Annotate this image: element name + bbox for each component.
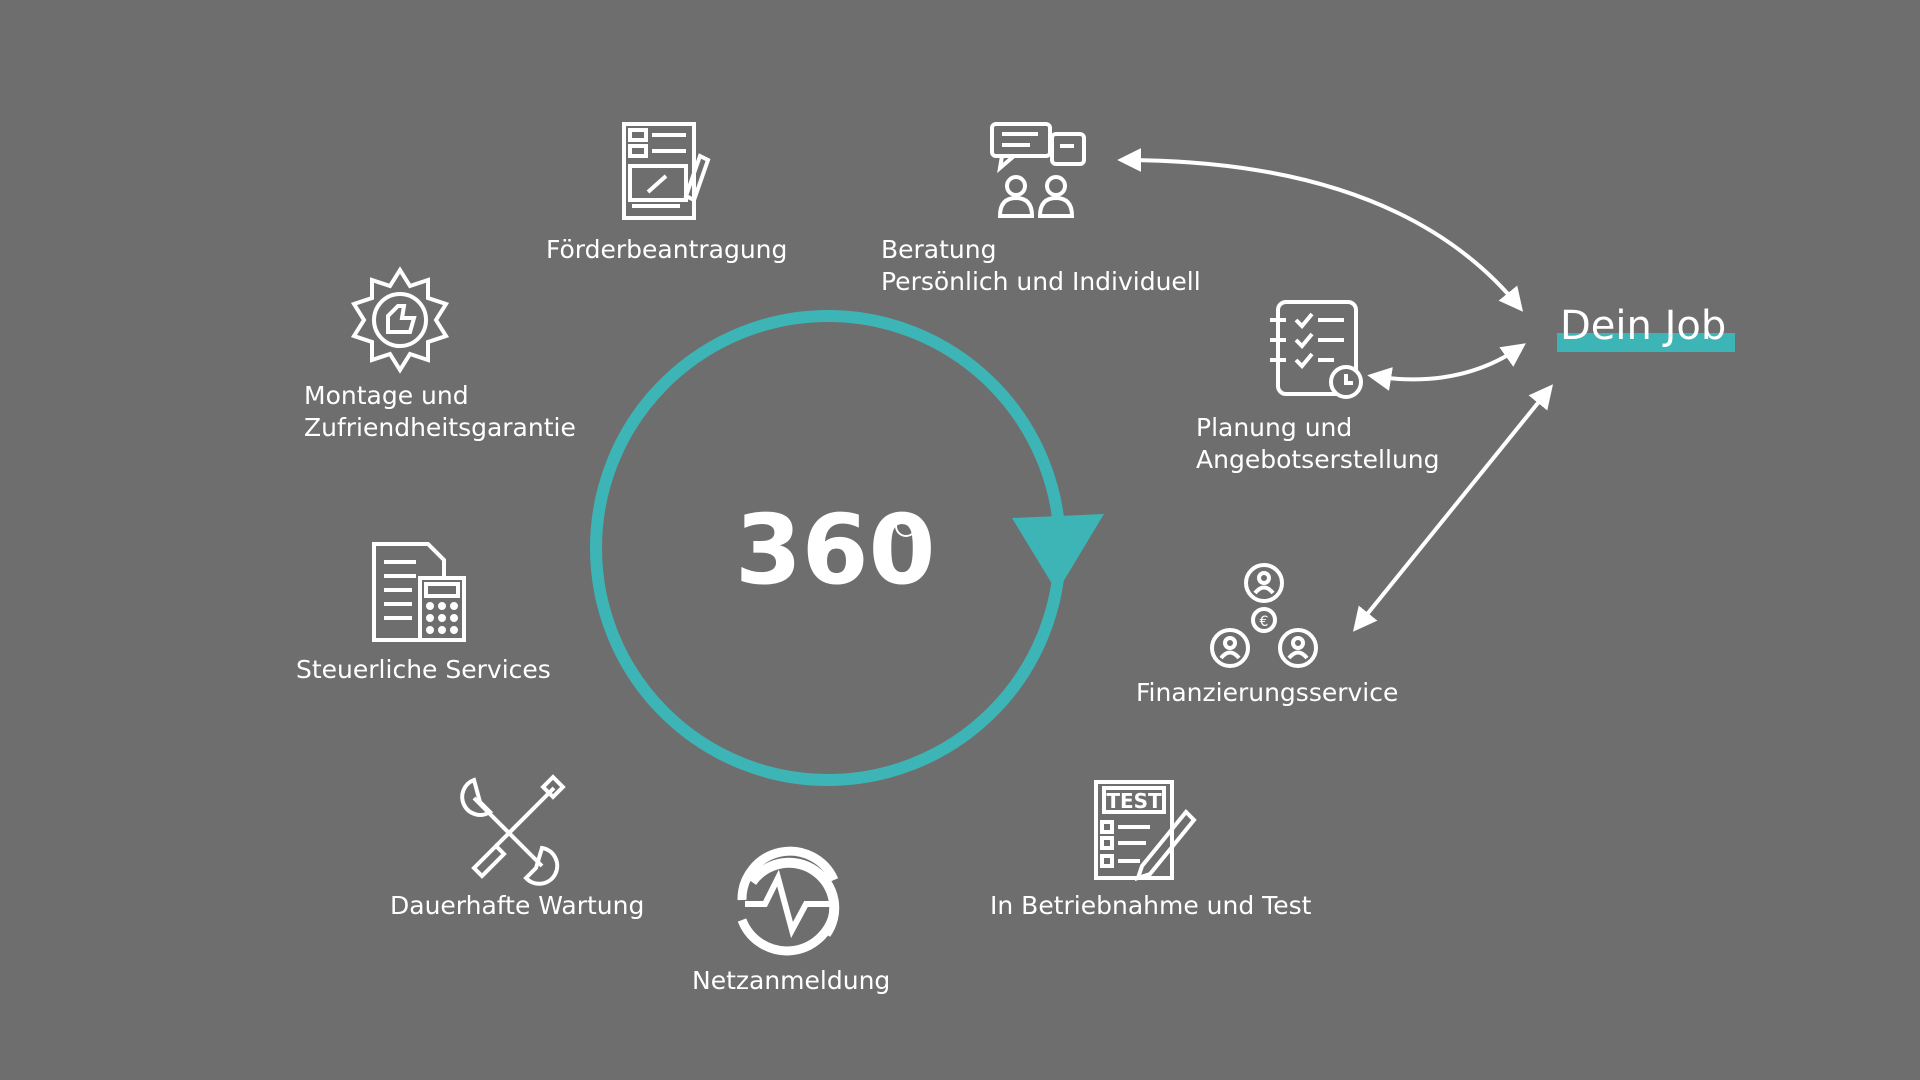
degree-symbol-icon xyxy=(895,515,917,537)
dein-job-label: Dein Job xyxy=(1560,303,1727,349)
label-finanzierungsservice-text: Finanzierungsservice xyxy=(1136,678,1399,707)
label-dauerhafte-wartung: Dauerhafte Wartung xyxy=(390,890,644,922)
document-calculator-icon xyxy=(372,542,466,642)
label-steuerliche-services-text: Steuerliche Services xyxy=(296,655,551,684)
label-foerderbeantragung: Förderbeantragung xyxy=(546,234,787,266)
label-finanzierungsservice: Finanzierungsservice xyxy=(1136,677,1398,709)
arrow-job-beratung xyxy=(1117,148,1524,312)
label-beratung-line2: Persönlich und Individuell xyxy=(881,267,1201,296)
cycle-arrowhead xyxy=(1012,514,1104,592)
wrench-screwdriver-icon xyxy=(460,774,566,886)
label-dauerhafte-wartung-text: Dauerhafte Wartung xyxy=(390,891,645,920)
label-foerderbeantragung-text: Förderbeantragung xyxy=(546,235,788,264)
label-planung-line1: Planung und xyxy=(1196,413,1353,442)
label-beratung-line1: Beratung xyxy=(881,235,997,264)
gear-thumbs-up-icon xyxy=(350,266,450,374)
label-montage-line1: Montage und xyxy=(304,381,469,410)
test-checklist-icon xyxy=(1094,780,1197,882)
arrow-job-planung xyxy=(1367,343,1526,391)
label-steuerliche-services: Steuerliche Services xyxy=(296,654,551,686)
label-montage-line2: Zufriendheitsgarantie xyxy=(304,413,576,442)
label-planung: Planung und Angebotserstellung xyxy=(1196,412,1440,476)
consultation-chat-icon xyxy=(990,122,1086,218)
label-inbetriebnahme: In Betriebnahme und Test xyxy=(990,890,1311,922)
arrow-job-finanz xyxy=(1352,384,1554,632)
center-value: 360 xyxy=(735,494,936,606)
test-badge-text: TEST xyxy=(1106,789,1162,813)
checklist-clock-icon xyxy=(1270,300,1363,399)
label-planung-line2: Angebotserstellung xyxy=(1196,445,1440,474)
finance-people-icon xyxy=(1210,563,1318,668)
label-beratung: Beratung Persönlich und Individuell xyxy=(881,234,1201,298)
label-netzanmeldung: Netzanmeldung xyxy=(692,965,890,997)
label-netzanmeldung-text: Netzanmeldung xyxy=(692,966,891,995)
euro-symbol: € xyxy=(1260,614,1269,630)
form-document-icon xyxy=(622,122,711,220)
job-underline xyxy=(1557,333,1735,352)
label-inbetriebnahme-text: In Betriebnahme und Test xyxy=(990,891,1312,920)
label-montage: Montage und Zufriendheitsgarantie xyxy=(304,380,576,444)
pulse-ring-segment xyxy=(737,846,839,956)
